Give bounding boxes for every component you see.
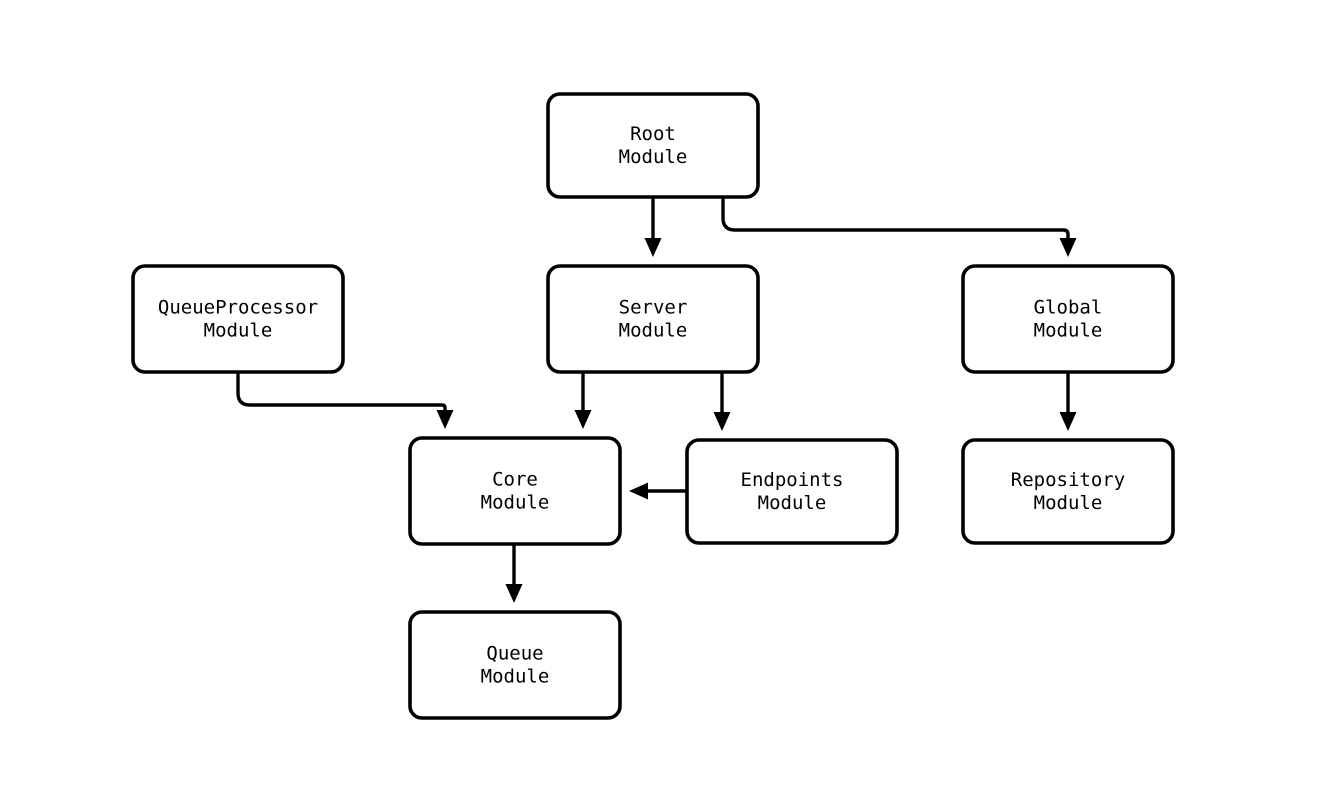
node-label-kind: Module: [204, 320, 273, 342]
node-label-kind: Module: [619, 320, 688, 342]
edges-layer: [236, 197, 1077, 603]
arrowhead-icon: [644, 238, 662, 257]
node-box[interactable]: [685, 438, 899, 545]
edge-server-to-core: [574, 372, 592, 429]
node-box[interactable]: [131, 264, 345, 374]
edge-line: [721, 197, 1070, 239]
edge-line: [236, 372, 447, 411]
edge-root-to-server: [644, 197, 662, 257]
node-label-name: Server: [619, 297, 688, 319]
node-label-kind: Module: [1034, 492, 1103, 514]
arrowhead-icon: [713, 412, 731, 431]
node-box[interactable]: [546, 264, 760, 374]
nodes-layer: RootModuleQueueProcessorModuleServerModu…: [131, 92, 1175, 720]
node-label-name: Repository: [1011, 469, 1125, 491]
arrowhead-icon: [505, 584, 523, 603]
node-label-name: Global: [1034, 297, 1103, 319]
node-box[interactable]: [408, 436, 622, 546]
arrowhead-icon: [436, 410, 454, 429]
node-label-kind: Module: [758, 492, 827, 514]
arrowhead-icon: [1059, 238, 1077, 257]
node-label-name: Core: [492, 469, 538, 491]
node-label-name: Queue: [486, 643, 543, 665]
node-label-name: QueueProcessor: [158, 297, 318, 319]
node-label-name: Root: [630, 123, 676, 145]
edge-root-to-global: [721, 197, 1077, 257]
node-label-kind: Module: [481, 492, 550, 514]
edge-queueprocessor-to-core: [236, 372, 454, 429]
node-label-name: Endpoints: [741, 469, 844, 491]
edge-endpoints-to-core: [629, 482, 687, 500]
edge-core-to-queue: [505, 544, 523, 603]
node-label-kind: Module: [481, 666, 550, 688]
node-label-kind: Module: [619, 146, 688, 168]
arrowhead-icon: [574, 410, 592, 429]
edge-server-to-endpoints: [713, 372, 731, 431]
arrowhead-icon: [629, 482, 648, 500]
node-box[interactable]: [546, 92, 760, 199]
node-box[interactable]: [961, 264, 1175, 374]
node-box[interactable]: [961, 438, 1175, 545]
node-label-kind: Module: [1034, 320, 1103, 342]
edge-global-to-repository: [1059, 372, 1077, 431]
node-box[interactable]: [408, 610, 622, 720]
arrowhead-icon: [1059, 412, 1077, 431]
